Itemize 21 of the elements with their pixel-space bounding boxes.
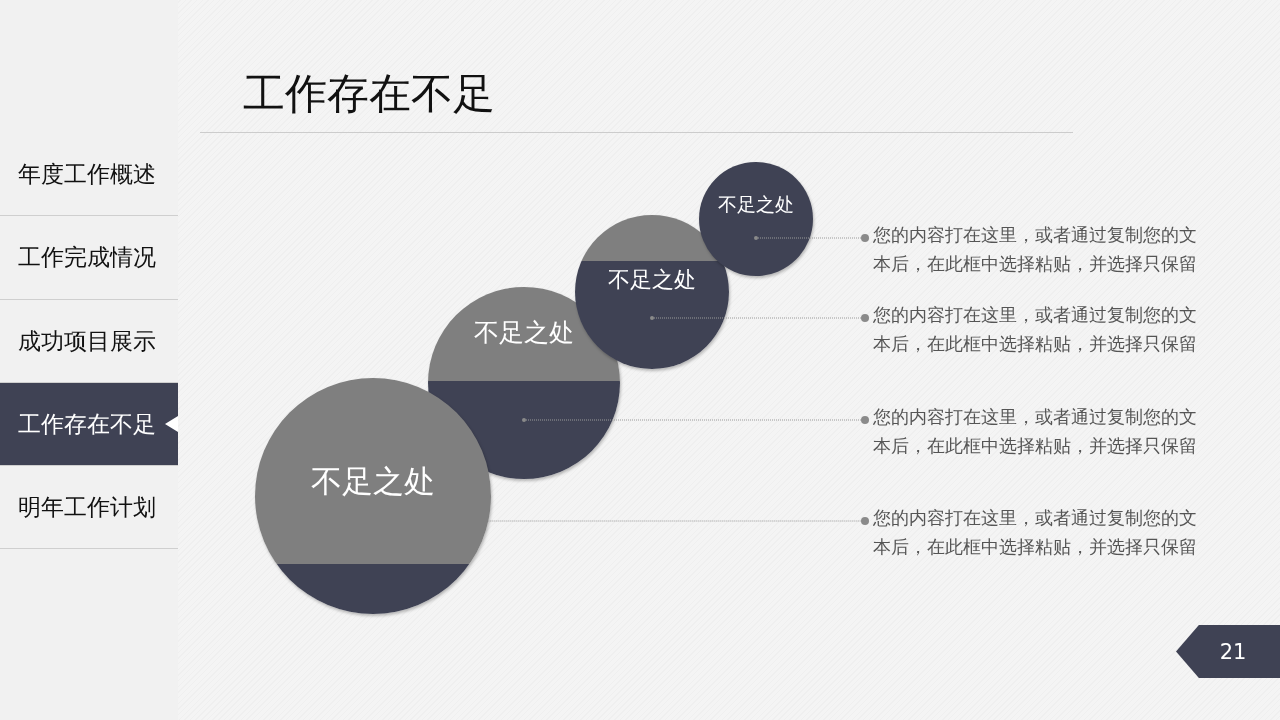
circle-shape <box>575 215 729 369</box>
menu-item: 年度工作概述 <box>0 133 178 216</box>
leader-line <box>522 416 869 424</box>
circle-label: 不足之处 <box>717 191 795 217</box>
circle-label: 不足之处 <box>607 266 697 294</box>
menu-item: 工作完成情况 <box>0 216 178 300</box>
description-text: 您的内容打在这里，或者通过复制您的文本后，在此框中选择粘贴，并选择只保留 <box>865 402 1205 460</box>
description-text: 您的内容打在这里，或者通过复制您的文本后，在此框中选择粘贴，并选择只保留 <box>865 503 1205 561</box>
circle-shape <box>255 378 491 614</box>
page-number-tag: 21 <box>1176 625 1280 678</box>
description-text: 您的内容打在这里，或者通过复制您的文本后，在此框中选择粘贴，并选择只保留 <box>865 300 1205 358</box>
circle-label: 不足之处 <box>310 461 436 501</box>
menu-item: 工作存在不足 <box>0 383 178 466</box>
leader-line <box>650 314 869 322</box>
circle-label: 不足之处 <box>473 316 575 349</box>
slide-title: 工作存在不足 <box>243 68 495 120</box>
leader-line <box>754 234 869 242</box>
leader-line <box>487 517 869 525</box>
menu-item: 明年工作计划 <box>0 466 178 549</box>
description-text: 您的内容打在这里，或者通过复制您的文本后，在此框中选择粘贴，并选择只保留 <box>865 220 1205 278</box>
circle-shape <box>699 162 813 276</box>
